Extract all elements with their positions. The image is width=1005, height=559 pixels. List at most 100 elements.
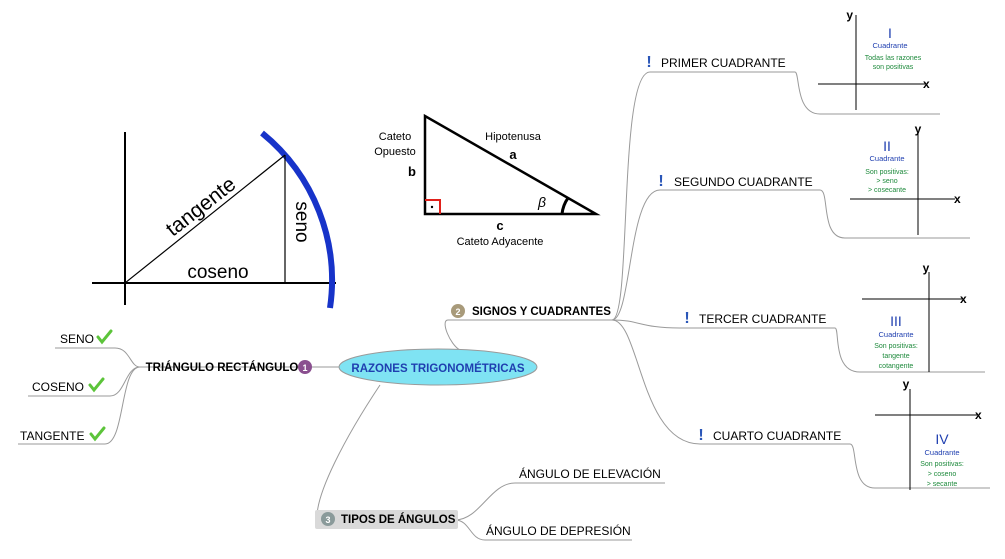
quadrant-item-2[interactable]: ! SEGUNDO CUADRANTE (658, 173, 812, 190)
triangle-branch-node[interactable]: TRIÁNGULO RECTÁNGULO 1 (146, 360, 312, 374)
q3-line-1: Son positivas: (874, 343, 918, 350)
q4-y-label: y (903, 377, 910, 391)
q2-line-1: Son positivas: (865, 169, 909, 176)
q1-line-2: son positivas (873, 64, 914, 71)
connector-depression (454, 519, 632, 541)
beta-angle-arc (560, 197, 570, 215)
unit-circle-figure: tangente seno coseno (92, 130, 336, 309)
quadrant-2-axes: y x II Cuadrante Son positivas: > seno >… (850, 122, 961, 235)
right-angle-dot (430, 205, 434, 209)
quadrant-item-3[interactable]: ! TERCER CUADRANTE (684, 310, 826, 327)
q2-line-3: > cosecante (868, 187, 906, 194)
q3-y-label: y (923, 261, 930, 275)
q3-title: Cuadrante (878, 330, 913, 339)
right-angle-mark (425, 199, 441, 214)
list-item-coseno[interactable]: COSENO (32, 377, 105, 394)
angles-branch-box (315, 510, 458, 529)
opposite-leg-label-1: Cateto (379, 131, 411, 143)
elevation-label: ÁNGULO DE ELEVACIÓN (519, 466, 661, 481)
connector-seno (55, 347, 141, 368)
q2-line-2: > seno (876, 178, 897, 185)
side-c-label: c (496, 218, 503, 233)
quadrant-1-axes: y x I Cuadrante Todas las razones son po… (818, 8, 930, 110)
center-node-shape (338, 348, 538, 386)
circle-arc (260, 130, 335, 309)
q1-roman: I (888, 25, 892, 41)
item-tangente-label: TANGENTE (20, 429, 84, 443)
item-coseno-label: COSENO (32, 380, 84, 394)
angle-item-depression[interactable]: ÁNGULO DE DEPRESIÓN (486, 523, 631, 538)
exclamation-icon: ! (698, 427, 703, 444)
connector-tangente (18, 366, 141, 445)
adjacent-leg-label: Cateto Adyacente (457, 236, 544, 248)
connector-q4 (611, 319, 990, 489)
q4-line-2: > coseno (928, 471, 957, 478)
angle-item-elevation[interactable]: ÁNGULO DE ELEVACIÓN (519, 466, 661, 481)
side-b-label: b (408, 164, 416, 179)
badge-3-icon (321, 512, 335, 526)
right-triangle-figure: Cateto Opuesto Hipotenusa a b c Cateto A… (374, 113, 601, 248)
connector-elevation (454, 482, 665, 521)
q2-roman: II (883, 138, 891, 154)
connector-q3 (611, 319, 985, 373)
q3-line-2: tangente (882, 353, 909, 360)
signs-branch-label: SIGNOS Y CUADRANTES (472, 306, 611, 318)
list-item-tangente[interactable]: TANGENTE (20, 426, 106, 443)
opposite-leg-label-2: Opuesto (374, 146, 416, 158)
q3-line-3: cotangente (879, 363, 914, 370)
q4-roman: IV (935, 431, 949, 447)
connector-q2 (611, 189, 970, 321)
left-items: SENO COSENO TANGENTE (20, 329, 113, 443)
q4-x-label: x (975, 408, 982, 422)
center-node-label: RAZONES TRIGONOMÉTRICAS (351, 362, 524, 375)
q4-line-1: Son positivas: (920, 461, 964, 468)
quadrant-4-axes: y x IV Cuadrante Son positivas: > coseno… (875, 377, 982, 490)
exclamation-icon: ! (658, 173, 663, 190)
q1-line-1: Todas las razones (865, 55, 922, 62)
connector-q1 (611, 71, 940, 321)
cosine-label: coseno (187, 262, 248, 283)
sine-label: seno (291, 201, 312, 242)
q3-roman: III (890, 313, 902, 329)
quadrant-2-label: SEGUNDO CUADRANTE (674, 175, 813, 189)
q2-x-label: x (954, 192, 961, 206)
quadrant-1-label: PRIMER CUADRANTE (661, 56, 786, 70)
hypotenuse-label: Hipotenusa (485, 131, 542, 143)
triangle-branch-label: TRIÁNGULO RECTÁNGULO (146, 361, 299, 374)
connector-signs (444, 319, 612, 351)
triangle-shape (423, 113, 601, 216)
q1-y-label: y (846, 8, 853, 22)
quadrant-4-label: CUARTO CUADRANTE (713, 429, 841, 443)
quadrant-3-axes: y x III Cuadrante Son positivas: tangent… (862, 261, 967, 372)
tangent-label: tangente (162, 173, 241, 241)
q3-x-label: x (960, 292, 967, 306)
q1-title: Cuadrante (872, 41, 907, 50)
q4-title: Cuadrante (924, 448, 959, 457)
q2-y-label: y (915, 122, 922, 136)
check-icon (88, 377, 105, 393)
exclamation-icon: ! (684, 310, 689, 327)
list-item-seno[interactable]: SENO (60, 329, 113, 346)
badge-3-number: 3 (325, 515, 330, 525)
angles-branch-node[interactable]: 3 TIPOS DE ÁNGULOS (315, 510, 458, 529)
q2-title: Cuadrante (869, 154, 904, 163)
depression-label: ÁNGULO DE DEPRESIÓN (486, 523, 631, 538)
item-seno-label: SENO (60, 332, 94, 346)
beta-label: β (537, 194, 546, 210)
angles-branch-label: TIPOS DE ÁNGULOS (341, 513, 456, 526)
quadrant-item-1[interactable]: ! PRIMER CUADRANTE (646, 54, 785, 71)
q1-x-label: x (923, 77, 930, 91)
quadrant-item-4[interactable]: ! CUARTO CUADRANTE (698, 427, 841, 444)
connector-angles (316, 384, 381, 526)
side-a-label: a (509, 147, 517, 162)
badge-1-number: 1 (302, 363, 307, 373)
badge-1-icon (298, 360, 312, 374)
q4-line-3: > secante (927, 481, 958, 488)
quadrant-3-label: TERCER CUADRANTE (699, 312, 826, 326)
center-node[interactable]: RAZONES TRIGONOMÉTRICAS (338, 348, 538, 386)
signs-branch-node[interactable]: 2 SIGNOS Y CUADRANTES (451, 304, 611, 318)
tangent-line (124, 154, 286, 284)
check-icon (96, 329, 113, 345)
exclamation-icon: ! (646, 54, 651, 71)
